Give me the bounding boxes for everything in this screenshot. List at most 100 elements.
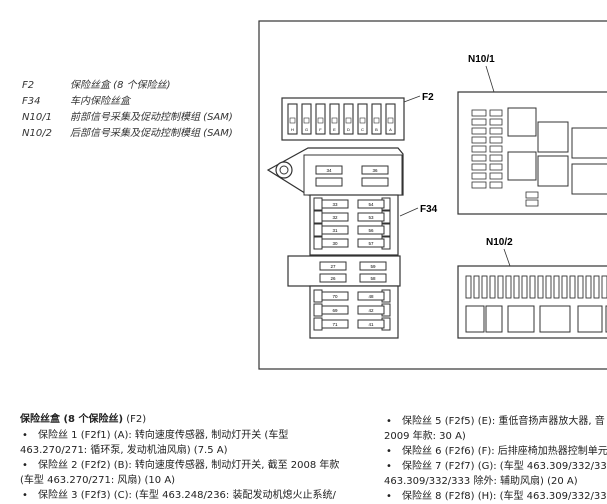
f2-fuse-window xyxy=(331,117,338,124)
f34-fuse xyxy=(357,305,385,315)
legend-code: N10/1 xyxy=(22,112,52,123)
f2-fuse-letter: A xyxy=(389,127,392,132)
n10-2-fuse xyxy=(513,275,520,299)
f34-fuse-clip xyxy=(313,197,323,211)
legend-code: F2 xyxy=(22,80,35,91)
f34-fuse xyxy=(361,177,389,187)
f2-fuse-letter: B xyxy=(375,127,378,132)
f34-fuse xyxy=(357,319,385,329)
n10-1-fuse xyxy=(489,127,503,135)
fuse-number: 34 xyxy=(326,168,332,173)
fuse-bullet-continuation: 2009 年款: 30 A) xyxy=(384,431,466,442)
n10-2-fuse xyxy=(545,275,552,299)
f34-fuse xyxy=(319,273,347,283)
f2-fuse-letter: H xyxy=(291,127,294,132)
fuse-bullet-continuation: 463.270/271: 循环泵, 发动机油风扇) (7.5 A) xyxy=(20,445,228,456)
n10-1-fuse xyxy=(489,181,503,189)
f34-fuse-clip xyxy=(313,289,323,303)
fuse-number: 70 xyxy=(332,294,338,299)
f34-fuse-clip xyxy=(313,223,323,237)
fuse-bullet: 保险丝 6 (F2f6) (F): 后排座椅加热器控制单元 xyxy=(384,444,607,459)
n10-1-fuse xyxy=(471,118,487,126)
fuse-bullet: 保险丝 5 (F2f5) (E): 重低音扬声器放大器, 音 xyxy=(384,414,607,429)
n10-2-fuse xyxy=(585,275,592,299)
n10-1-fuse xyxy=(489,109,503,117)
fuse-bullet-continuation: 463.309/332/333 除外: 辅助风扇) (20 A) xyxy=(384,476,578,487)
fuse-number: 54 xyxy=(368,202,374,207)
f34-fuse xyxy=(321,238,349,248)
n10-2-fuse xyxy=(553,275,560,299)
fuse-number: 71 xyxy=(332,322,338,327)
f34-fuse-clip xyxy=(313,317,323,331)
n10-1-fuse xyxy=(471,127,487,135)
f34-fuse xyxy=(361,165,389,175)
n10-1-fuse xyxy=(471,172,487,180)
n10-1-fuse xyxy=(489,145,503,153)
n10-2-module: N10/2 xyxy=(457,237,607,339)
f34-fuse xyxy=(321,212,349,222)
legend-desc: 车内保险丝盒 xyxy=(70,96,130,107)
f2-fuse-window xyxy=(303,117,310,124)
n10-1-fuse xyxy=(489,163,503,171)
fuse-number: 48 xyxy=(368,294,374,299)
fuse-number: 32 xyxy=(332,215,338,220)
f34-fuse-clip xyxy=(313,210,323,224)
f2-fuse-letter: C xyxy=(361,127,364,132)
fuse-number: 30 xyxy=(332,241,338,246)
fuse-description-right: 保险丝 5 (F2f5) (E): 重低音扬声器放大器, 音 2009 年款: 3… xyxy=(384,414,607,504)
f34-fuse xyxy=(357,225,385,235)
f34-fuse xyxy=(359,273,387,283)
fuse-description-left: 保险丝盒 (8 个保险丝) (F2) 保险丝 1 (F2f1) (A): 转向速… xyxy=(20,412,370,503)
fuse-number: 41 xyxy=(368,322,374,327)
f2-fuse-window xyxy=(289,117,296,124)
n10-2-fuse xyxy=(489,275,496,299)
f2-fuse-window xyxy=(317,117,324,124)
f2-fuse-letter: E xyxy=(333,127,336,132)
n10-2-fuse xyxy=(593,275,600,299)
legend-desc: 前部信号采集及促动控制模组 (SAM) xyxy=(70,112,233,123)
n10-2-fuse xyxy=(569,275,576,299)
f2-fuse-window xyxy=(387,117,394,124)
f34-label: F34 xyxy=(420,204,438,215)
n10-2-fuse xyxy=(481,275,488,299)
n10-2-fuse xyxy=(505,275,512,299)
section-heading: 保险丝盒 (8 个保险丝) (F2) xyxy=(20,414,147,425)
fuse-number: 56 xyxy=(368,228,374,233)
n10-2-fuse xyxy=(561,275,568,299)
legend-desc: 后部信号采集及促动控制模组 (SAM) xyxy=(70,128,233,139)
legend-row: N10/2 后部信号采集及促动控制模组 (SAM) xyxy=(22,126,233,142)
fuse-bullet: 保险丝 7 (F2f7) (G): (车型 463.309/332/333: xyxy=(384,459,607,474)
f2-fuse-window xyxy=(359,117,366,124)
f34-fuse xyxy=(319,261,347,271)
n10-1-fuse xyxy=(471,145,487,153)
f34-fuse xyxy=(315,165,343,175)
f2-label: F2 xyxy=(422,92,434,103)
f2-fuse-letter: G xyxy=(305,127,308,132)
f34-fuse xyxy=(321,319,349,329)
legend-row: N10/1 前部信号采集及促动控制模组 (SAM) xyxy=(22,110,233,126)
f34-fuse xyxy=(321,305,349,315)
n10-1-fuse xyxy=(471,163,487,171)
fuse-number: 57 xyxy=(368,241,374,246)
f34-fuse xyxy=(357,291,385,301)
f2-fuse-letter: F xyxy=(319,127,322,132)
fuse-number: 36 xyxy=(372,168,378,173)
fuse-number: 27 xyxy=(330,264,336,269)
fuse-number: 26 xyxy=(330,276,336,281)
n10-1-fuse xyxy=(471,181,487,189)
f34-fuse xyxy=(321,291,349,301)
n10-1-label: N10/1 xyxy=(468,54,495,65)
n10-1-fuse xyxy=(489,172,503,180)
f34-fuse-clip xyxy=(313,236,323,250)
f34-fuse xyxy=(315,177,343,187)
n10-1-fuse xyxy=(489,136,503,144)
fuse-number: 53 xyxy=(368,215,374,220)
f34-fuse-clip xyxy=(313,303,323,317)
legend-code: N10/2 xyxy=(22,128,52,139)
n10-2-fuse xyxy=(473,275,480,299)
